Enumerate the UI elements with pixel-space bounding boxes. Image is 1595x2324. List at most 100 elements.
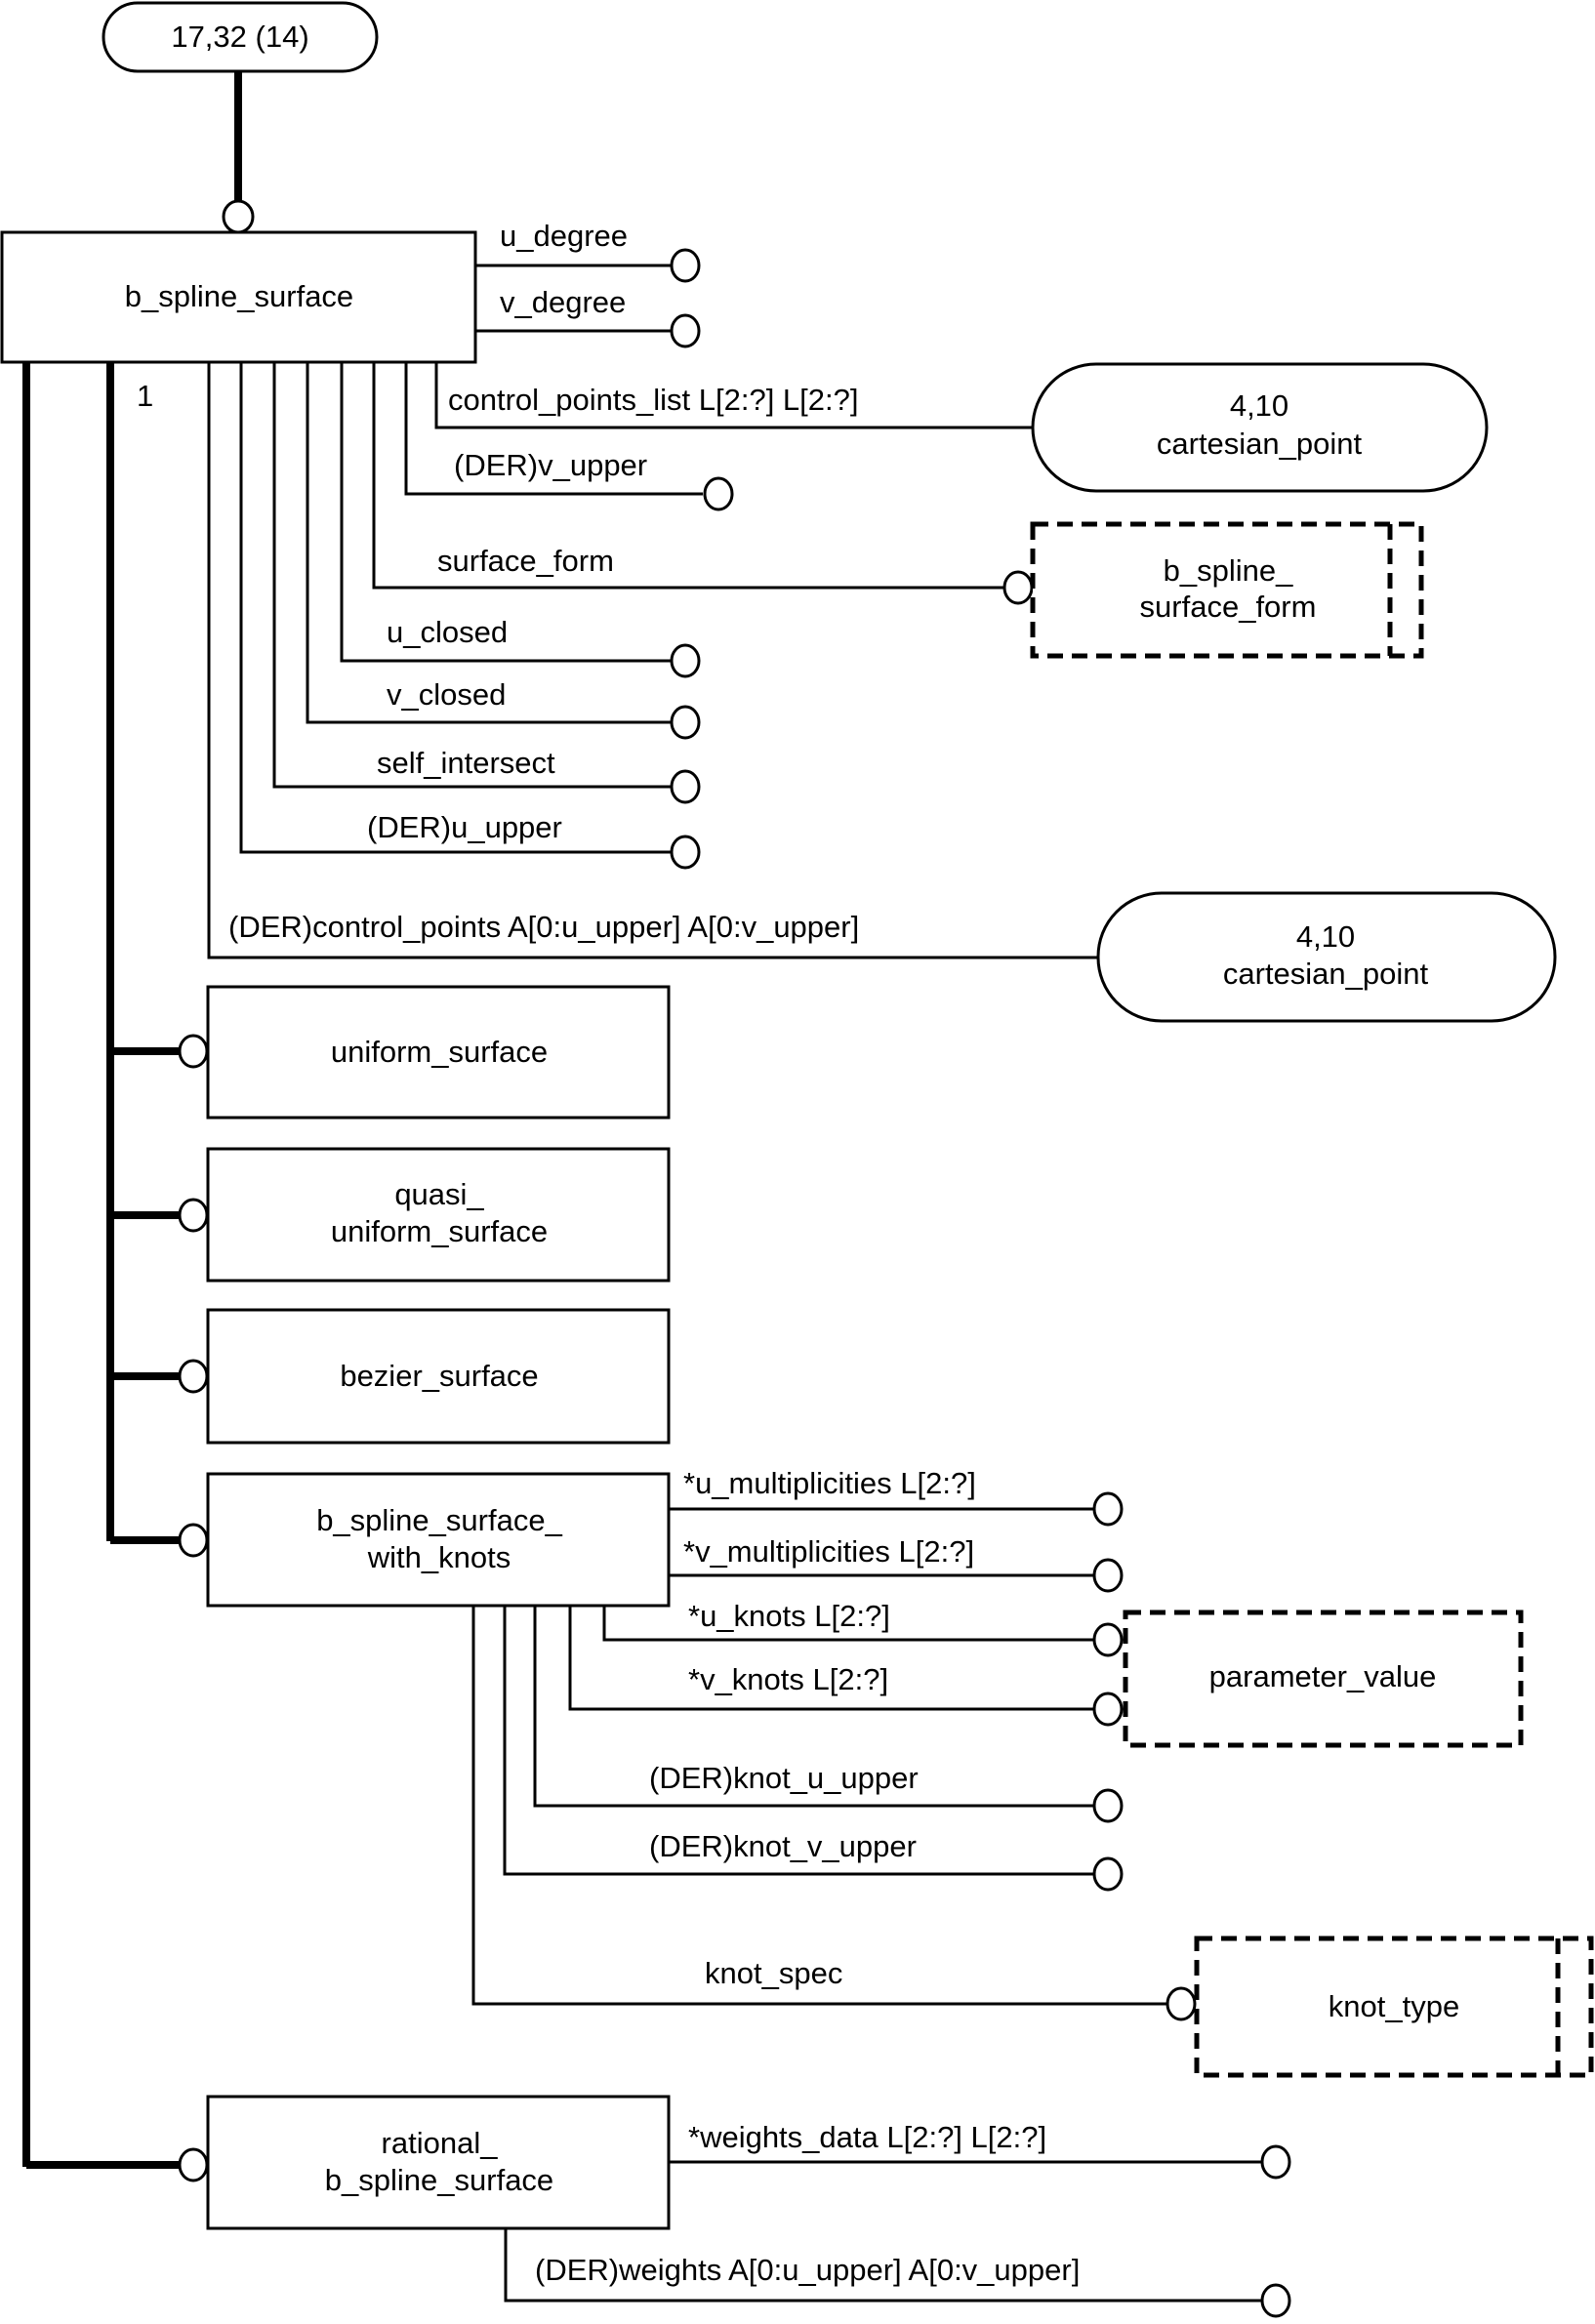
attr-v-closed[interactable]: v_closed (306, 362, 701, 740)
subtype-circle (178, 2147, 209, 2182)
attr-line (239, 362, 671, 854)
type-b-spline-surface-form[interactable]: b_spline_ surface_form (1030, 521, 1424, 659)
attr-circle (1092, 1692, 1124, 1727)
attr-circle (1092, 1558, 1124, 1593)
attr-line (503, 1606, 1093, 1876)
entity-box (206, 2095, 671, 2230)
attr-knot-spec[interactable]: knot_spec (471, 1606, 1197, 2021)
ref-line1: 4,10 (1230, 388, 1288, 423)
type-shape (1030, 521, 1424, 659)
type-line1: b_spline_ (1164, 553, 1293, 588)
attr-der-control-points[interactable]: (DER)control_points A[0:u_upper] A[0:v_u… (207, 362, 1098, 959)
attr-control-points-list[interactable]: control_points_list L[2:?] L[2:?] (434, 362, 1033, 429)
attr-circle (1092, 1491, 1124, 1527)
attr-der-knot-u-upper[interactable]: (DER)knot_u_upper (533, 1606, 1124, 1823)
entity-label: uniform_surface (331, 1035, 548, 1069)
attr-label: *v_multiplicities L[2:?] (683, 1534, 974, 1569)
attr-der-knot-v-upper[interactable]: (DER)knot_v_upper (503, 1606, 1124, 1892)
attr-label: (DER)weights A[0:u_upper] A[0:v_upper] (535, 2253, 1080, 2287)
entity-b-spline-surface[interactable]: b_spline_surface (0, 230, 477, 364)
attr-label: (DER)knot_u_upper (649, 1761, 919, 1795)
entity-line2: b_spline_surface (325, 2163, 553, 2197)
entity-box (0, 230, 477, 364)
attr-label: (DER)u_upper (367, 810, 562, 844)
subtype-circle (178, 1034, 209, 1069)
attr-circle (1260, 2144, 1291, 2180)
entity-line2: with_knots (367, 1540, 511, 1574)
entity-b-spline-surface-with-knots[interactable]: b_spline_surface_ with_knots (206, 1472, 671, 1608)
attr-v-knots[interactable]: *v_knots L[2:?] (568, 1606, 1124, 1727)
type-label: parameter_value (1209, 1659, 1437, 1693)
supertype-circle (222, 199, 255, 234)
attr-u-knots[interactable]: *u_knots L[2:?] (602, 1599, 1124, 1657)
attr-weights-data[interactable]: *weights_data L[2:?] L[2:?] (669, 2120, 1291, 2180)
ref-line1: 4,10 (1296, 919, 1355, 954)
attr-label: v_degree (500, 285, 626, 319)
attr-line (568, 1606, 1093, 1711)
entity-line2: uniform_surface (331, 1214, 548, 1248)
attr-label: surface_form (437, 544, 614, 578)
attr-line (306, 362, 671, 724)
attr-label: (DER)control_points A[0:u_upper] A[0:v_u… (228, 910, 859, 944)
entity-line1: b_spline_surface_ (316, 1503, 562, 1537)
type-line2: surface_form (1140, 590, 1317, 624)
attr-circle (1092, 1788, 1124, 1823)
attr-circle (703, 476, 734, 511)
attr-v-multiplicities[interactable]: *v_multiplicities L[2:?] (669, 1534, 1124, 1593)
page-reference-node[interactable]: 17,32 (14) (102, 1, 379, 73)
attr-circle (670, 643, 701, 678)
attr-u-closed[interactable]: u_closed (340, 362, 701, 678)
attr-line (207, 362, 1098, 959)
entity-uniform-surface[interactable]: uniform_surface (206, 985, 671, 1120)
attr-line (471, 1606, 1166, 2006)
type-shape (1123, 1610, 1524, 1748)
entity-box (206, 985, 671, 1120)
attr-v-degree[interactable]: v_degree (475, 285, 701, 348)
ref-shape (1031, 362, 1489, 493)
subtype-circle (178, 1523, 209, 1558)
attr-self-intersect[interactable]: self_intersect (272, 362, 701, 804)
ref-line2: cartesian_point (1157, 427, 1363, 461)
type-knot-type[interactable]: knot_type (1194, 1936, 1594, 2078)
attr-circle (1002, 570, 1034, 605)
attr-line (340, 362, 671, 663)
attr-circle (670, 705, 701, 740)
ref-line2: cartesian_point (1223, 957, 1429, 991)
entity-rational-b-spline-surface[interactable]: rational_ b_spline_surface (206, 2095, 671, 2230)
attr-u-multiplicities[interactable]: *u_multiplicities L[2:?] (669, 1466, 1124, 1527)
entity-box (206, 1472, 671, 1608)
ref-shape (1096, 891, 1557, 1023)
attr-der-u-upper[interactable]: (DER)u_upper (239, 362, 701, 870)
attr-line (272, 362, 671, 789)
attr-label: *weights_data L[2:?] L[2:?] (688, 2120, 1046, 2154)
subtype-circle (178, 1359, 209, 1394)
attr-label: u_closed (387, 615, 508, 649)
attr-line (504, 2228, 1261, 2303)
entity-label: b_spline_surface (125, 279, 353, 313)
attr-circle (1260, 2283, 1291, 2318)
ref-cartesian-point-2[interactable]: 4,10 cartesian_point (1096, 891, 1557, 1023)
attr-circle (1166, 1986, 1197, 2021)
attr-label: (DER)v_upper (454, 448, 647, 482)
page-reference-label: 17,32 (14) (171, 20, 308, 54)
attr-der-v-upper[interactable]: (DER)v_upper (404, 362, 734, 511)
cardinality-label: 1 (137, 379, 153, 413)
attr-label: *v_knots L[2:?] (688, 1662, 888, 1696)
attr-circle (670, 835, 701, 870)
type-parameter-value[interactable]: parameter_value (1123, 1610, 1524, 1748)
entity-box (206, 1308, 671, 1445)
attr-label: (DER)knot_v_upper (649, 1829, 917, 1863)
ref-cartesian-point-1[interactable]: 4,10 cartesian_point (1031, 362, 1489, 493)
entity-bezier-surface[interactable]: bezier_surface (206, 1308, 671, 1445)
attr-der-weights[interactable]: (DER)weights A[0:u_upper] A[0:v_upper] (504, 2228, 1291, 2318)
attr-line (404, 362, 703, 496)
entity-line1: rational_ (382, 2126, 499, 2160)
entity-quasi-uniform-surface[interactable]: quasi_ uniform_surface (206, 1147, 671, 1283)
attr-label: *u_multiplicities L[2:?] (683, 1466, 976, 1500)
attr-label: *u_knots L[2:?] (688, 1599, 890, 1633)
attr-u-degree[interactable]: u_degree (475, 219, 701, 283)
entity-line1: quasi_ (394, 1177, 484, 1211)
attr-label: knot_spec (705, 1956, 842, 1990)
attr-label: v_closed (387, 677, 506, 712)
